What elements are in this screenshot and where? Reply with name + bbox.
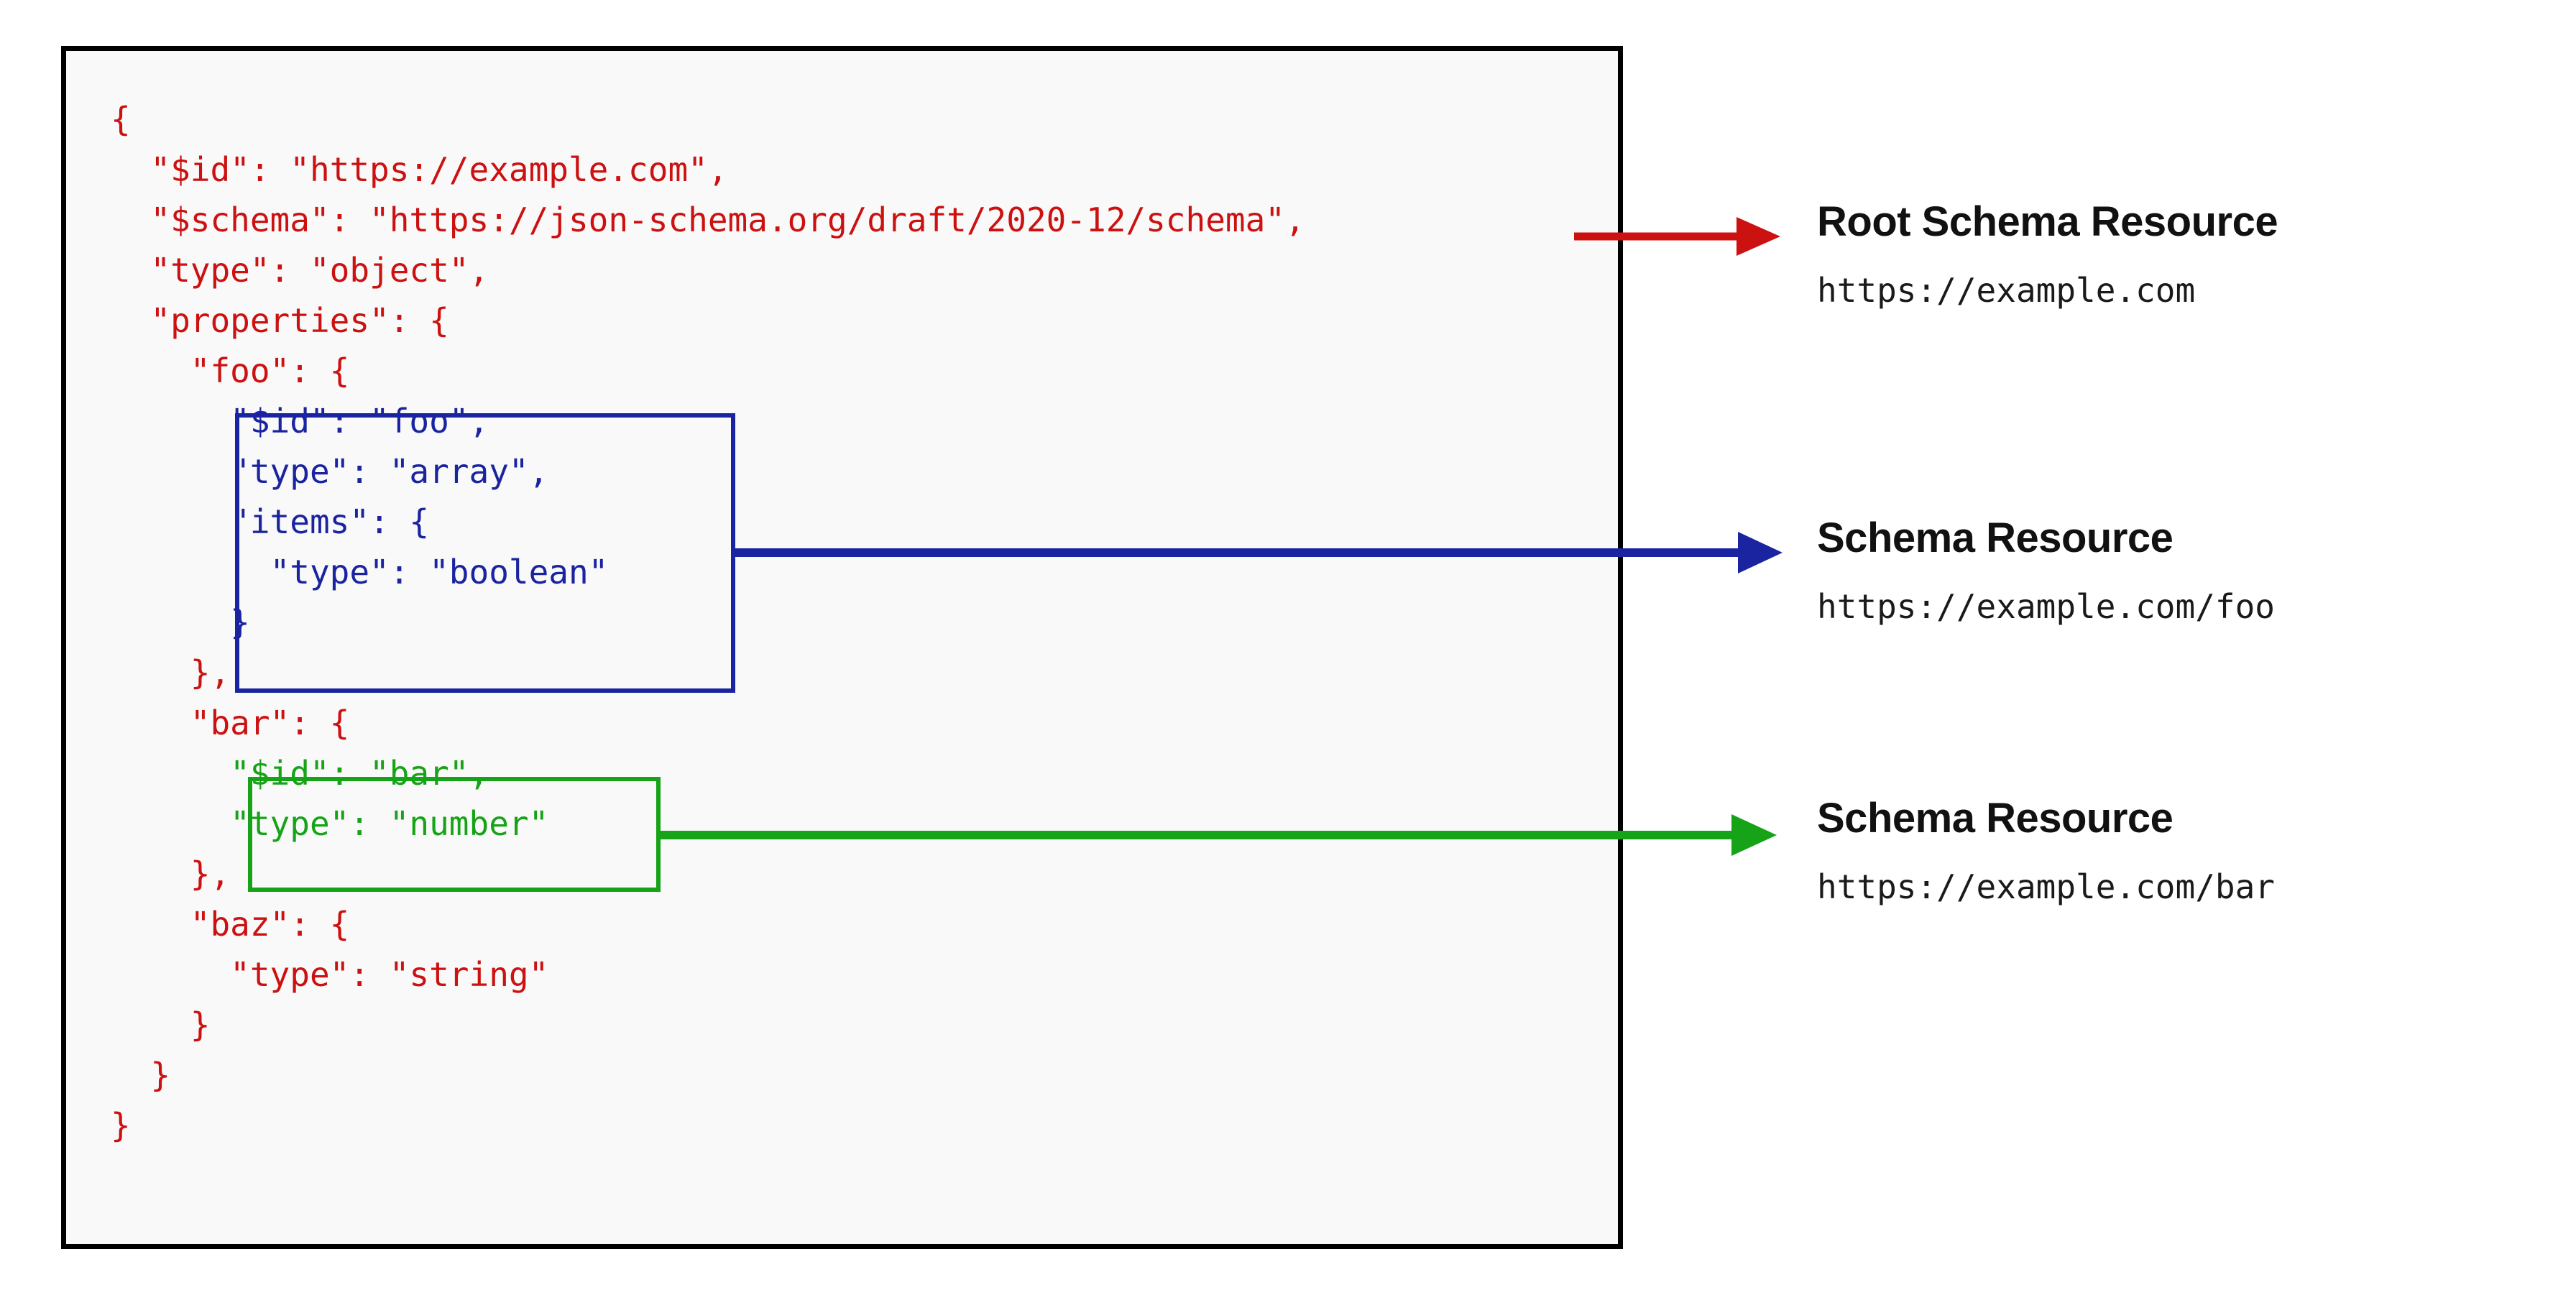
annotation-bar: Schema Resource https://example.com/bar bbox=[1817, 795, 2275, 906]
code-line: "foo": { bbox=[190, 351, 350, 390]
json-code-panel: { "$id": "https://example.com", "$schema… bbox=[61, 46, 1623, 1249]
json-code-block: { "$id": "https://example.com", "$schema… bbox=[111, 94, 1305, 1151]
annotation-uri: https://example.com bbox=[1817, 271, 2196, 310]
code-line: "type": "number" bbox=[230, 804, 549, 843]
annotation-uri: https://example.com/bar bbox=[1817, 867, 2275, 906]
code-line: } bbox=[190, 1005, 211, 1044]
annotation-uri: https://example.com/foo bbox=[1817, 587, 2275, 626]
code-line: } bbox=[230, 603, 250, 642]
code-line: } bbox=[150, 1056, 171, 1094]
annotation-title: Schema Resource bbox=[1817, 515, 2174, 561]
code-line: "$schema": "https://json-schema.org/draf… bbox=[150, 201, 1305, 239]
bar-subschema-highlight-box bbox=[248, 777, 661, 892]
annotation-root: Root Schema Resource https://example.com bbox=[1817, 198, 2278, 310]
code-line: "bar": { bbox=[190, 704, 350, 742]
code-line: "baz": { bbox=[190, 905, 350, 944]
code-line: "$id": "https://example.com", bbox=[150, 150, 728, 189]
annotation-title: Schema Resource bbox=[1817, 795, 2174, 842]
code-line: "type": "string" bbox=[230, 955, 549, 994]
code-line: "properties": { bbox=[150, 301, 449, 340]
code-line: } bbox=[111, 1106, 131, 1145]
code-line: "type": "object", bbox=[150, 251, 489, 290]
code-line: { bbox=[111, 100, 131, 139]
root-schema-arrow bbox=[1574, 217, 1780, 256]
code-line: "items": { bbox=[230, 502, 430, 541]
code-line: "type": "array", bbox=[230, 452, 549, 491]
annotation-foo: Schema Resource https://example.com/foo bbox=[1817, 515, 2275, 626]
foo-schema-arrow bbox=[732, 532, 1782, 573]
bar-schema-arrow bbox=[657, 814, 1777, 856]
code-line: "$id": "bar", bbox=[230, 754, 489, 793]
code-line: }, bbox=[190, 653, 231, 692]
foo-subschema-highlight-box bbox=[235, 413, 735, 693]
code-line: "$id": "foo", bbox=[230, 402, 489, 441]
code-line: }, bbox=[190, 854, 231, 893]
annotation-title: Root Schema Resource bbox=[1817, 198, 2278, 245]
code-line: "type": "boolean" bbox=[270, 553, 609, 591]
